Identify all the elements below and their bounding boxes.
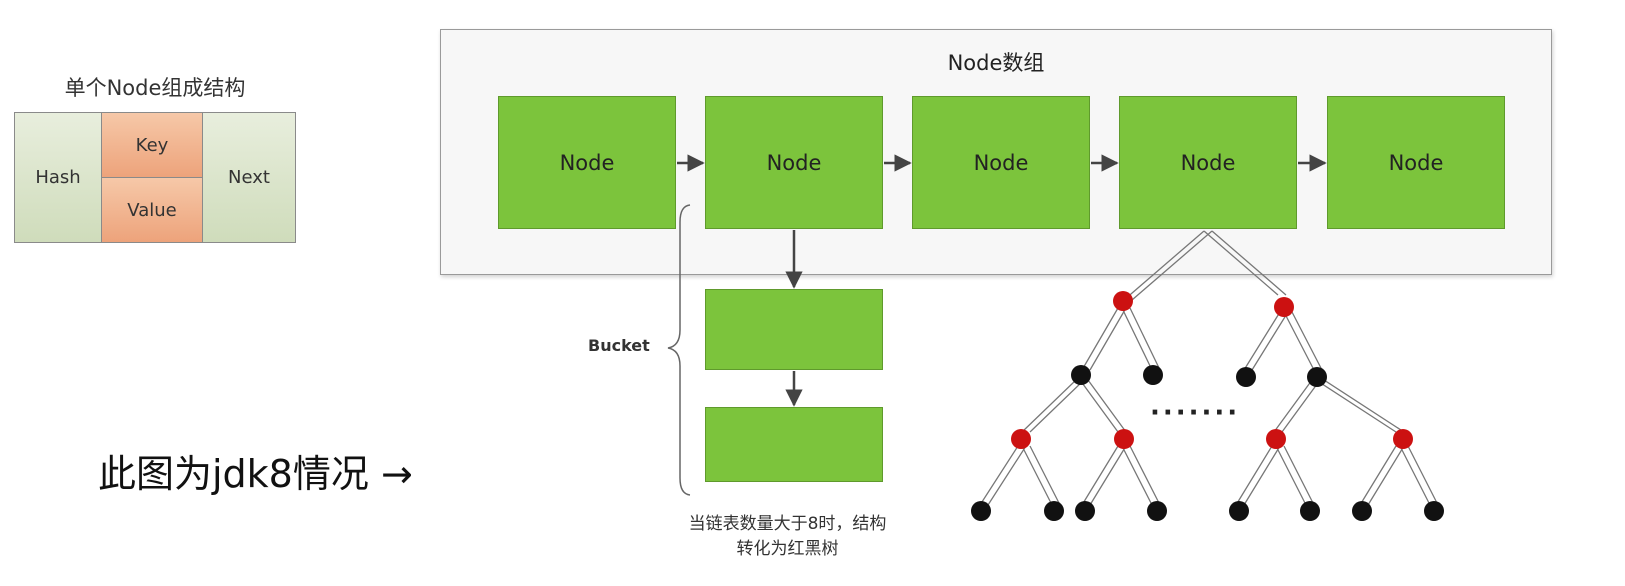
treeify-caption-line2: 转化为红黑树	[736, 539, 839, 559]
tree-node-red	[1114, 429, 1134, 449]
tree-node-black	[1075, 501, 1095, 521]
tree-node-black	[1352, 501, 1372, 521]
tree-ellipsis: ·······	[1150, 398, 1241, 428]
value-cell: Value	[102, 178, 202, 242]
node-structure-title: 单个Node组成结构	[64, 76, 246, 100]
tree-node-black	[1300, 501, 1320, 521]
key-value-cell: Key Value	[102, 113, 202, 242]
tree-node-black	[1071, 365, 1091, 385]
tree-node-black	[1424, 501, 1444, 521]
treeify-caption-line1: 当链表数量大于8时，结构	[688, 514, 887, 534]
tree-edges	[979, 230, 1439, 506]
array-node-1: Node	[498, 96, 676, 229]
bucket-node-1	[705, 289, 883, 370]
array-node-2: Node	[705, 96, 883, 229]
bucket-label: Bucket	[588, 336, 650, 355]
array-node-5: Node	[1327, 96, 1505, 229]
hash-cell: Hash	[15, 113, 102, 242]
tree-nodes	[971, 291, 1444, 521]
tree-node-red	[1113, 291, 1133, 311]
tree-node-black	[1143, 365, 1163, 385]
tree-node-black	[1236, 367, 1256, 387]
bucket-node-2	[705, 407, 883, 482]
tree-node-red	[1393, 429, 1413, 449]
tree-node-red	[1011, 429, 1031, 449]
tree-node-red	[1274, 297, 1294, 317]
next-cell: Next	[202, 113, 295, 242]
tree-node-black	[971, 501, 991, 521]
key-cell: Key	[102, 113, 202, 178]
jdk8-note: 此图为jdk8情况 →	[98, 452, 413, 496]
treeify-caption: 当链表数量大于8时，结构 转化为红黑树	[655, 512, 920, 562]
node-array-title: Node数组	[947, 51, 1045, 75]
bucket-brace	[667, 204, 691, 496]
node-structure-table: Hash Key Value Next	[14, 112, 296, 243]
array-node-4: Node	[1119, 96, 1297, 229]
tree-node-black	[1147, 501, 1167, 521]
tree-node-black	[1229, 501, 1249, 521]
tree-node-black	[1307, 367, 1327, 387]
array-node-3: Node	[912, 96, 1090, 229]
tree-node-black	[1044, 501, 1064, 521]
tree-node-red	[1266, 429, 1286, 449]
